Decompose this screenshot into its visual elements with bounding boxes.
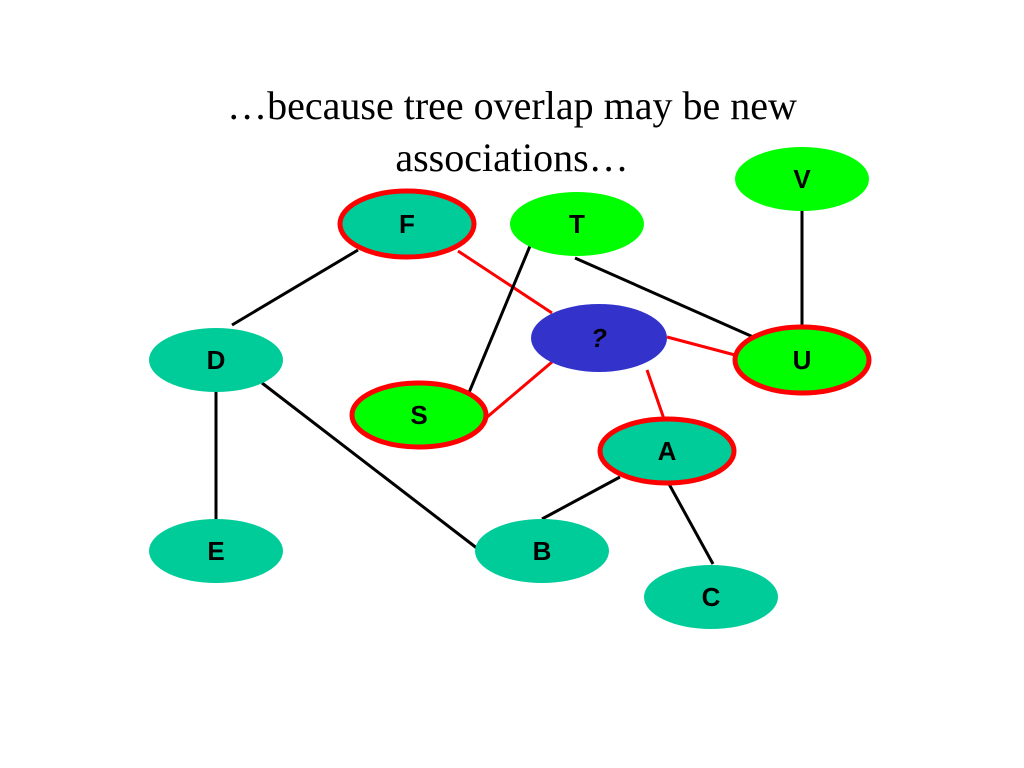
node-unknown-shape	[531, 304, 667, 372]
node-t: T	[510, 192, 644, 256]
node-f-label: F	[399, 209, 415, 239]
slide-title: …because tree overlap may be new associa…	[112, 80, 912, 184]
node-v-shape	[735, 147, 869, 211]
node-e: E	[149, 519, 283, 583]
edge-a-c	[667, 483, 715, 565]
node-c-shape	[644, 565, 778, 629]
node-a-label: A	[658, 436, 677, 466]
edge-f-q	[457, 249, 553, 315]
node-d-shape	[149, 328, 283, 392]
node-unknown: ?	[531, 304, 667, 372]
node-t-label: T	[569, 209, 585, 239]
node-a-shape	[597, 416, 737, 486]
edge-t-u	[574, 256, 761, 342]
edge-q-u	[666, 335, 736, 357]
node-t-shape	[510, 192, 644, 256]
node-d-label: D	[207, 345, 226, 375]
node-u: U	[732, 324, 872, 396]
edge-q-s	[485, 360, 553, 420]
node-v-label: V	[793, 164, 811, 194]
edge-q-a	[645, 369, 666, 420]
slide-title-line-1: …because tree overlap may be new	[227, 83, 797, 128]
edge-f-d	[231, 248, 359, 327]
edge-d-b	[261, 381, 479, 551]
node-v: V	[735, 147, 869, 211]
node-d: D	[149, 328, 283, 392]
node-unknown-label: ?	[591, 323, 607, 353]
node-c-label: C	[702, 582, 721, 612]
edges-layer	[214, 211, 804, 565]
node-u-label: U	[793, 345, 812, 375]
node-f: F	[337, 188, 477, 260]
node-s-label: S	[410, 400, 427, 430]
node-b-shape	[475, 519, 609, 583]
edge-a-b	[541, 475, 621, 521]
node-b: B	[475, 519, 609, 583]
node-e-shape	[149, 519, 283, 583]
edge-t-s	[466, 245, 532, 396]
slide-title-line-2: associations…	[395, 135, 629, 180]
nodes-layer: F T V? D U S A E B C	[149, 147, 872, 629]
node-s: S	[349, 380, 489, 450]
node-a: A	[597, 416, 737, 486]
node-e-label: E	[207, 536, 224, 566]
node-c: C	[644, 565, 778, 629]
node-f-shape	[337, 188, 477, 260]
node-u-shape	[732, 324, 872, 396]
node-s-shape	[349, 380, 489, 450]
node-b-label: B	[533, 536, 552, 566]
